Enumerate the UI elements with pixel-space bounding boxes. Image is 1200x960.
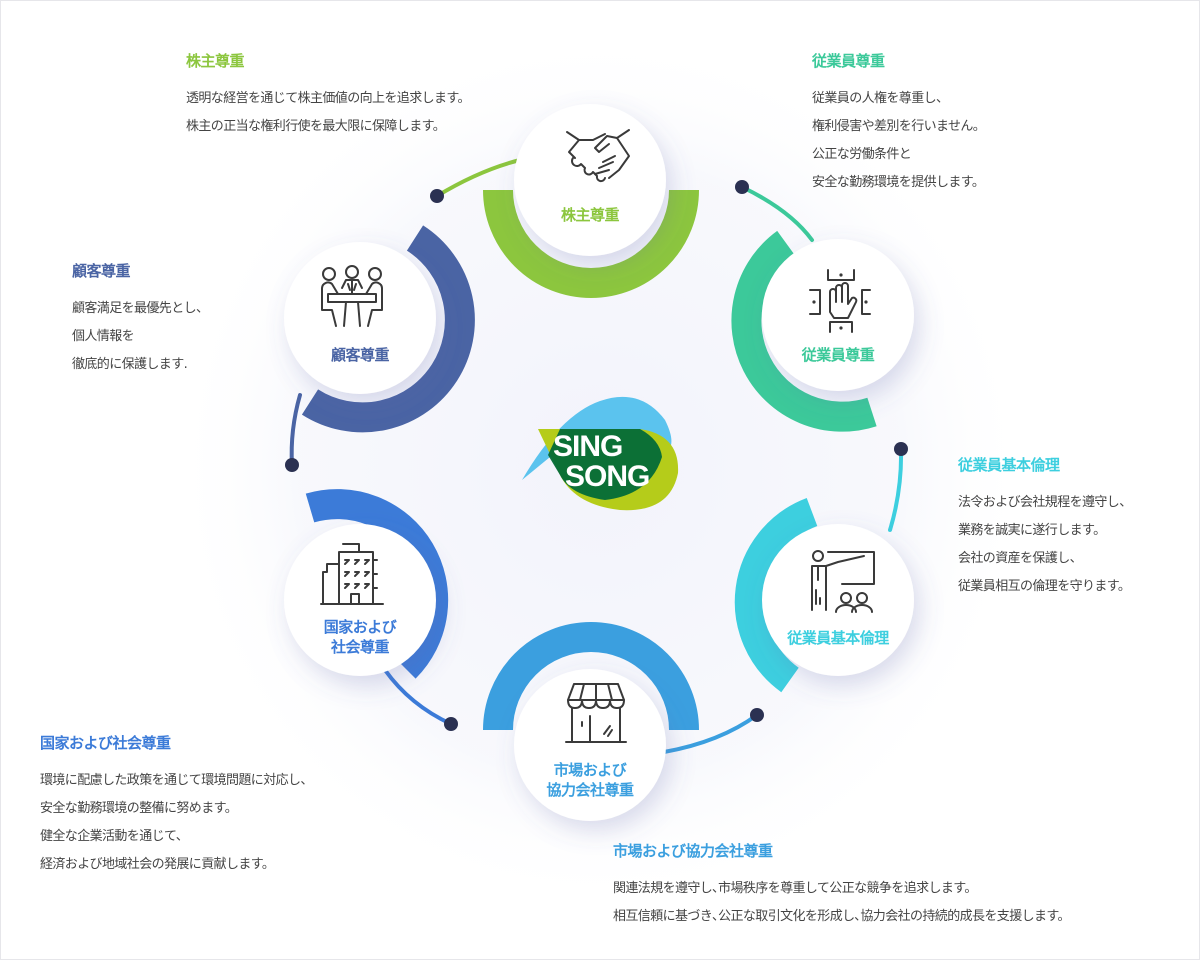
connector-employees	[740, 185, 814, 242]
desc-line: 株主の正当な権利行使を最大限に保障します。	[186, 119, 446, 134]
desc-shareholders: 株主尊重 透明な経営を通じて株主価値の向上を追求します。 株主の正当な権利行使を…	[186, 50, 471, 141]
arc-ethics	[734, 497, 818, 693]
desc-title-shareholders: 株主尊重	[186, 52, 245, 70]
node-circle-ethics	[762, 524, 914, 676]
logo-line2: SONG	[565, 460, 650, 493]
logo-mark	[522, 396, 679, 511]
desc-line: 業務を誠実に遂行します。	[958, 523, 1106, 538]
node-circle-market	[514, 669, 666, 821]
desc-line: 関連法規を遵守し､市場秩序を尊重して公正な競争を追求します。	[613, 881, 977, 896]
node-label-society-line2: 社会尊重	[330, 638, 390, 656]
desc-line: 顧客満足を最優先とし、	[72, 301, 209, 316]
desc-employees: 従業員尊重 従業員の人権を尊重し、 権利侵害や差別を行いません。 公正な労働条件…	[812, 50, 986, 197]
node-label-shareholders: 株主尊重	[560, 206, 620, 224]
desc-line: 経済および地域社会の発展に貢献します。	[40, 857, 275, 872]
arc-market	[483, 622, 699, 731]
desc-line: 徹底的に保護します.	[72, 357, 188, 372]
desc-title-customers: 顧客尊重	[72, 262, 131, 280]
desc-line: 相互信頼に基づき､公正な取引文化を形成し､協力会社の持続的成長を支援します。	[613, 909, 1071, 924]
node-label-market-line1: 市場および	[553, 761, 627, 779]
node-circle-shareholders	[514, 104, 666, 256]
desc-line: 透明な経営を通じて株主価値の向上を追求します。	[186, 91, 471, 106]
logo-text: SING SONG	[553, 432, 653, 492]
connector-ethics	[888, 447, 904, 532]
desc-title-society: 国家および社会尊重	[40, 734, 171, 752]
building-icon	[320, 543, 384, 605]
desc-ethics: 従業員基本倫理 法令および会社規程を遵守し、 業務を誠実に遂行します。 会社の資…	[958, 454, 1132, 601]
node-label-employees: 従業員尊重	[801, 346, 875, 364]
node-label-customers: 顧客尊重	[330, 346, 390, 364]
desc-line: 法令および会社規程を遵守し、	[958, 495, 1132, 510]
desc-title-employees: 従業員尊重	[812, 52, 885, 70]
node-circle-employees	[762, 239, 914, 391]
connectors	[289, 158, 904, 754]
desc-line: 権利侵害や差別を行いません。	[812, 119, 986, 134]
desc-title-market: 市場および協力会社尊重	[613, 842, 773, 860]
arc-shareholders	[483, 189, 699, 298]
arc-customers	[301, 225, 475, 433]
desc-line: 従業員相互の倫理を守ります。	[958, 579, 1131, 594]
node-label-ethics: 従業員基本倫理	[787, 629, 889, 647]
presentation-icon	[811, 550, 875, 613]
desc-customers: 顧客尊重 顧客満足を最優先とし、 個人情報を 徹底的に保護します.	[72, 260, 209, 379]
desc-title-ethics: 従業員基本倫理	[958, 456, 1060, 474]
node-label-society: 国家および 社会尊重	[285, 617, 435, 657]
node-label-market: 市場および 協力会社尊重	[515, 760, 665, 800]
desc-market: 市場および協力会社尊重 関連法規を遵守し､市場秩序を尊重して公正な競争を追求しま…	[613, 840, 1071, 931]
desc-line: 環境に配慮した政策を通じて環境問題に対応し、	[40, 773, 313, 788]
dots	[285, 180, 908, 731]
handshake-icon	[566, 129, 630, 183]
desc-line: 安全な勤務環境を提供します。	[812, 175, 985, 190]
desc-society: 国家および社会尊重 環境に配慮した政策を通じて環境問題に対応し、 安全な勤務環境…	[40, 732, 313, 879]
storefront-icon	[565, 683, 627, 743]
desc-line: 公正な労働条件と	[812, 147, 912, 162]
arc-employees	[731, 230, 877, 432]
desc-line: 安全な勤務環境の整備に努めます。	[40, 801, 238, 816]
connector-shareholders	[435, 158, 522, 198]
desc-line: 従業員の人権を尊重し、	[812, 91, 949, 106]
desc-line: 会社の資産を保護し、	[958, 551, 1083, 566]
singsong-logo: SING SONG	[520, 395, 680, 520]
connector-market	[662, 713, 759, 754]
meeting-icon	[321, 265, 383, 327]
node-label-market-line2: 協力会社尊重	[546, 781, 634, 799]
connector-society	[383, 668, 453, 726]
desc-line: 健全な企業活動を通じて、	[40, 829, 189, 844]
team-hands-icon	[809, 269, 871, 333]
node-label-society-line1: 国家および	[323, 618, 397, 636]
desc-line: 個人情報を	[72, 329, 135, 344]
logo-line1: SING	[553, 430, 623, 463]
